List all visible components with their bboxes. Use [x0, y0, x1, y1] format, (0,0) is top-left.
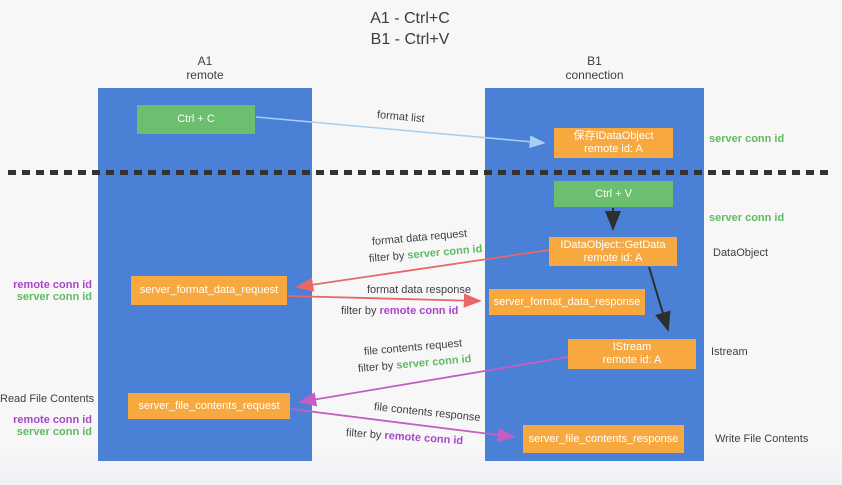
right-label-istream: Istream — [711, 346, 748, 358]
node-ctrl-v-label: Ctrl + V — [595, 187, 632, 200]
node-server-file-contents-response: server_file_contents_response — [523, 425, 684, 453]
node-ctrl-v: Ctrl + V — [554, 181, 673, 207]
node-save-line-1: 保存IDataObject — [573, 130, 654, 142]
label-filter-by-remote-conn-id-1: filter by remote conn id — [341, 305, 458, 317]
right-column-header: B1 connection — [485, 54, 704, 82]
right-label-write-file-contents: Write File Contents — [715, 433, 809, 445]
node-file-request-label: server_file_contents_request — [138, 399, 280, 412]
node-file-response-label: server_file_contents_response — [528, 432, 679, 445]
label-format-list: format list — [376, 109, 426, 126]
left-label-remote-conn-id-2: remote conn id — [13, 414, 92, 426]
filter-by-prefix: filter by — [345, 427, 385, 442]
remote-conn-id-text: remote conn id — [379, 305, 459, 317]
left-label-server-conn-id-1: server conn id — [16, 291, 92, 303]
left-column-subtitle: remote — [186, 68, 224, 82]
left-label-remote-conn-id-1: remote conn id — [13, 279, 92, 291]
right-column-subtitle: connection — [565, 68, 624, 82]
left-label-server-conn-id-2: server conn id — [16, 426, 92, 438]
node-istream: IStream remote id: A — [568, 339, 696, 369]
node-ctrl-c: Ctrl + C — [137, 105, 255, 134]
node-getdata-line-2: remote id: A — [583, 251, 643, 264]
server-conn-id-text: server conn id — [395, 353, 472, 372]
right-label-dataobject: DataObject — [713, 247, 769, 259]
left-column-name: A1 — [197, 54, 213, 68]
label-file-contents-response: file contents response — [373, 401, 482, 425]
node-server-format-data-request: server_format_data_request — [131, 276, 287, 305]
diagram-title: A1 - Ctrl+C B1 - Ctrl+V — [310, 8, 510, 50]
filter-by-prefix: filter by — [368, 249, 408, 265]
node-getdata-line-1: IDataObject::GetData — [560, 238, 666, 251]
dotted-divider-line — [8, 170, 834, 175]
left-label-read-file-contents: Read File Contents — [0, 393, 95, 405]
filter-by-prefix: filter by — [341, 305, 380, 317]
node-save-line-2: remote id: A — [584, 143, 643, 155]
node-server-format-data-response: server_format_data_response — [489, 289, 645, 315]
node-ctrl-c-label: Ctrl + C — [177, 113, 215, 125]
node-idataobject-getdata: IDataObject::GetData remote id: A — [549, 237, 677, 266]
title-line-2: B1 - Ctrl+V — [370, 31, 450, 48]
node-istream-line-2: remote id: A — [602, 354, 662, 366]
right-column-name: B1 — [587, 54, 602, 68]
remote-conn-id-text: remote conn id — [384, 429, 464, 448]
node-format-response-label: server_format_data_response — [493, 295, 641, 308]
arrow-format-data-response — [287, 293, 482, 308]
filter-by-prefix: filter by — [357, 359, 397, 375]
server-conn-id-text: server conn id — [406, 243, 483, 262]
title-line-1: A1 - Ctrl+C — [370, 10, 450, 27]
left-column-header: A1 remote — [98, 54, 312, 82]
node-format-request-label: server_format_data_request — [139, 284, 279, 296]
label-filter-by-remote-conn-id-2: filter by remote conn id — [346, 427, 464, 447]
node-server-file-contents-request: server_file_contents_request — [128, 393, 290, 419]
label-format-data-response: format data response — [367, 284, 471, 296]
right-label-server-conn-id-1: server conn id — [709, 133, 785, 145]
node-save-idataobject: 保存IDataObject remote id: A — [554, 128, 673, 158]
node-istream-line-1: IStream — [612, 341, 652, 353]
right-label-server-conn-id-2: server conn id — [709, 212, 785, 224]
